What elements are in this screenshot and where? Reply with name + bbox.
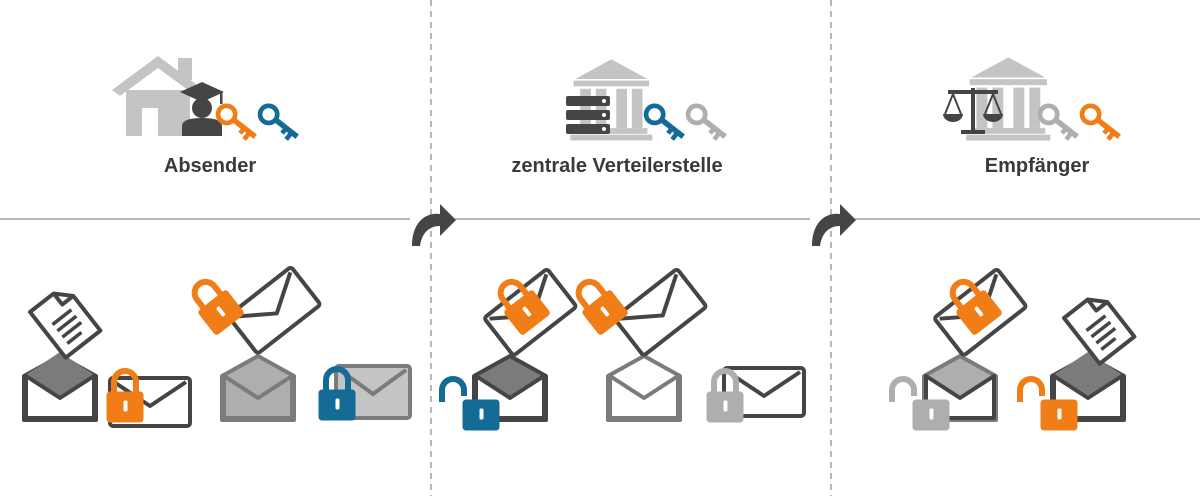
column-label-recipient: Empfänger [984, 155, 1090, 177]
arrow-right-icon [812, 204, 856, 246]
open-envelope-blue-unlocked-icon [442, 266, 579, 430]
column-label-sender: Absender [163, 155, 257, 177]
open-envelope-with-document-icon [22, 282, 103, 422]
open-envelope-with-document-icon [1020, 288, 1137, 430]
graduate-icon [180, 82, 224, 136]
institution-building-icon [966, 57, 1051, 141]
gray-key-icon [685, 102, 731, 143]
scales-icon [943, 88, 1003, 134]
blue-key-icon [257, 102, 303, 143]
envelope-with-orange-lock-icon [107, 371, 192, 428]
envelope-with-gray-lock-icon [707, 366, 806, 422]
open-envelope-with-locked-letter-icon [185, 264, 323, 422]
orange-key-icon [215, 102, 261, 143]
column-label-distribution-center: zentrale Verteilerstelle [511, 155, 723, 177]
arrow-right-icon [412, 204, 456, 246]
orange-key-icon [1079, 102, 1125, 143]
open-envelope-with-locked-letter-icon [569, 266, 709, 422]
open-envelope-gray-unlocked-icon [892, 266, 1029, 430]
server-rack-icon [566, 96, 610, 134]
envelope-with-blue-lock-icon [319, 364, 412, 420]
